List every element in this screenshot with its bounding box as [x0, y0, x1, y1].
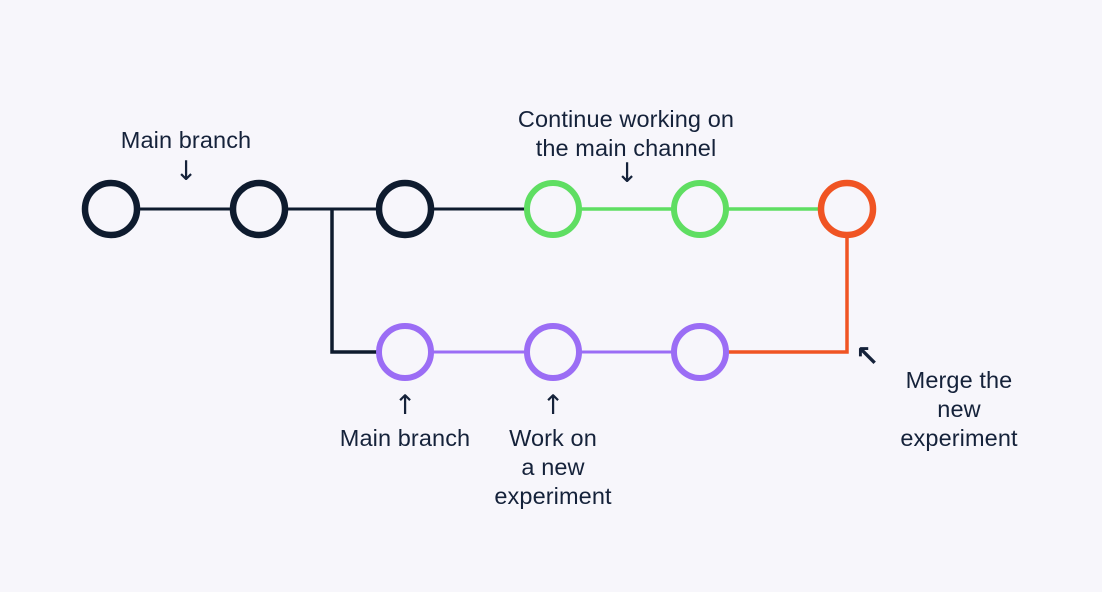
commit-node-e3[interactable] [671, 323, 729, 381]
commit-node-m1[interactable] [81, 179, 141, 239]
down-arrow-icon: ↓ [174, 156, 198, 187]
edge-group [111, 207, 849, 354]
label-work-on-a-new-experiment: Work on a new experiment [494, 425, 612, 509]
commit-node-e1[interactable] [376, 323, 434, 381]
up-arrow-icon: ↑ [541, 390, 565, 421]
commit-node-e2[interactable] [524, 323, 582, 381]
label-merge-the-new-experiment: Merge the new experiment [900, 367, 1018, 451]
label-continue-working-main-channel: Continue working on the main channel [517, 106, 735, 161]
commit-node-m4[interactable] [524, 180, 582, 238]
commit-node-merge[interactable] [817, 179, 877, 239]
up-arrow-icon: ↑ [393, 390, 417, 421]
edge-merge-elbow [700, 209, 849, 354]
up-left-arrow-icon: ↖ [855, 339, 880, 373]
down-arrow-icon: ↓ [615, 158, 639, 189]
commit-node-m5[interactable] [671, 180, 729, 238]
commit-node-m2[interactable] [229, 179, 289, 239]
commit-node-m3[interactable] [375, 179, 435, 239]
label-main-branch-top: Main branch [120, 127, 252, 153]
node-group [81, 179, 877, 381]
label-main-branch-lower: Main branch [339, 425, 471, 451]
